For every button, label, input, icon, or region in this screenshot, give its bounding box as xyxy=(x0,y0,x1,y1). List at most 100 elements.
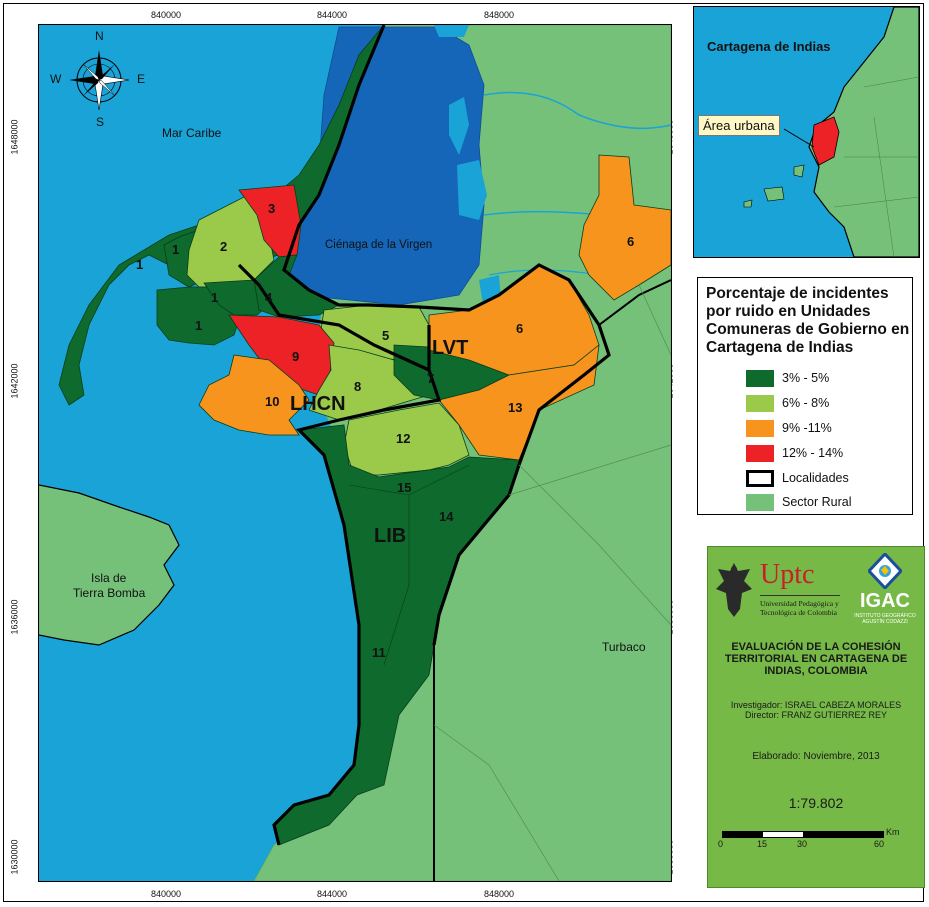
ucg-label: 10 xyxy=(265,394,280,409)
ucg-label: 9 xyxy=(292,349,300,364)
y-tick-left: 1630000 xyxy=(9,839,20,875)
elaboration-date: Elaborado: Noviembre, 2013 xyxy=(752,751,880,762)
inset-internal xyxy=(833,76,919,257)
compass-rose xyxy=(69,50,130,111)
ucg-label: 6 xyxy=(516,321,524,336)
legend-label: Sector Rural xyxy=(782,495,852,509)
legend-label: 3% - 5% xyxy=(782,371,830,385)
label-mar-caribe: Mar Caribe xyxy=(162,126,222,140)
legend-label: 12% - 14% xyxy=(782,446,844,460)
ucg-label: 2 xyxy=(220,239,228,254)
rural-road xyxy=(518,464,671,626)
x-tick-top: 844000 xyxy=(317,10,348,20)
ucg-13 xyxy=(438,344,600,461)
legend-item: 12% - 14% xyxy=(746,444,843,462)
ucg-12 xyxy=(343,402,470,476)
label-isla-2: Tierra Bomba xyxy=(73,586,146,600)
legend-swatch xyxy=(746,394,774,412)
legend-label: 9% -11% xyxy=(782,421,832,435)
inset-island xyxy=(743,199,753,208)
compass-s: S xyxy=(96,115,105,129)
legend-item: Localidades xyxy=(746,469,849,487)
ucg-label: 1 xyxy=(195,318,203,333)
igac-subtitle: INSTITUTO GEOGRÁFICO AGUSTÍN CODAZZI xyxy=(854,613,916,625)
x-tick-top: 840000 xyxy=(151,10,182,20)
ucg-label: 15 xyxy=(397,480,412,495)
label-cienaga: Ciénaga de la Virgen xyxy=(325,239,433,251)
ucg-label: 1 xyxy=(211,290,219,305)
ucg-label: 1 xyxy=(136,257,144,272)
localidad-boundary xyxy=(237,263,430,372)
ucg-label: 11 xyxy=(372,645,386,660)
researcher: Investigador: ISRAEL CABEZA MORALES xyxy=(730,700,902,710)
igac-logo xyxy=(868,553,902,589)
legend-item: 3% - 5% xyxy=(746,369,829,387)
legend-label: Localidades xyxy=(782,471,849,485)
inset-island xyxy=(763,186,785,202)
legend-swatch xyxy=(746,444,774,462)
localidad-boundary xyxy=(282,25,611,466)
main-map[interactable]: N S E W Mar Caribe Ciénaga de la Virgen … xyxy=(38,24,672,882)
inset-leader xyxy=(783,128,815,148)
y-tick-left: 1642000 xyxy=(9,363,20,399)
legend-item: 6% - 8% xyxy=(746,394,829,412)
inset-island xyxy=(793,164,805,178)
legend-swatch xyxy=(746,493,774,511)
water-body xyxy=(434,25,469,37)
legend-item: Sector Rural xyxy=(746,493,851,511)
x-tick-top: 848000 xyxy=(484,10,515,20)
igac-wordmark: IGAC xyxy=(860,590,910,612)
label-lib: LIB xyxy=(374,525,407,547)
map-canvas xyxy=(39,25,671,881)
x-tick-bottom: 848000 xyxy=(484,889,515,899)
ucg-label: 6 xyxy=(627,234,635,249)
scale-text: 1:79.802 xyxy=(788,795,844,811)
localidad-boundary xyxy=(272,325,442,846)
ucg-6-north xyxy=(578,154,671,301)
x-tick-bottom: 840000 xyxy=(151,889,182,899)
water-body xyxy=(449,97,469,155)
scale-tick: 60 xyxy=(874,839,885,849)
legend-swatch xyxy=(746,369,774,387)
inset-map[interactable]: Cartagena de Indias Área urbana xyxy=(693,6,920,258)
legend-swatch xyxy=(746,419,774,437)
uptc-subtitle-1: Universidad Pedagógica y xyxy=(760,599,839,608)
ucg-boundary xyxy=(383,495,410,666)
director: Director: FRANZ GUTIERREZ REY xyxy=(744,710,887,720)
x-tick-bottom: 844000 xyxy=(317,889,348,899)
scale-bar xyxy=(722,831,884,838)
legend: Porcentaje de incidentes por ruido en Un… xyxy=(697,277,913,515)
y-tick-left: 1636000 xyxy=(9,599,20,635)
river xyxy=(483,91,671,130)
label-lvt: LVT xyxy=(432,337,469,359)
ucg-label: 7 xyxy=(427,371,435,386)
rural-road xyxy=(433,724,560,881)
ucg-label: 13 xyxy=(508,400,523,415)
localidad-boundary xyxy=(598,279,671,326)
rural-road xyxy=(508,444,671,496)
localidad-boundary xyxy=(39,484,180,646)
water-body xyxy=(457,160,487,220)
uptc-eagle-logo xyxy=(716,563,752,617)
rural-road xyxy=(638,284,671,356)
label-isla-1: Isla de xyxy=(91,571,127,585)
ucg-label: 4 xyxy=(265,290,273,305)
uptc-wordmark: Uptc xyxy=(760,559,815,590)
inset-urban xyxy=(811,116,840,166)
inset-title: Cartagena de Indias xyxy=(707,39,831,54)
legend-title: Porcentaje de incidentes por ruido en Un… xyxy=(706,285,910,356)
project-title: EVALUACIÓN DE LA COHESIÓN TERRITORIAL EN… xyxy=(724,641,908,677)
y-tick-left: 1648000 xyxy=(9,119,20,155)
legend-swatch xyxy=(746,469,774,487)
uptc-rule xyxy=(760,595,840,596)
legend-label: 6% - 8% xyxy=(782,396,830,410)
ucg-label: 1 xyxy=(172,242,180,257)
inset-land xyxy=(808,7,919,257)
ucg-label: 12 xyxy=(396,431,411,446)
legend-item: 9% -11% xyxy=(746,419,832,437)
ucg-10 xyxy=(198,354,310,436)
ucg-label: 5 xyxy=(382,328,390,343)
scale-tick: 15 xyxy=(757,839,768,849)
scale-tick: 30 xyxy=(797,839,808,849)
ucg-label: 3 xyxy=(268,201,276,216)
